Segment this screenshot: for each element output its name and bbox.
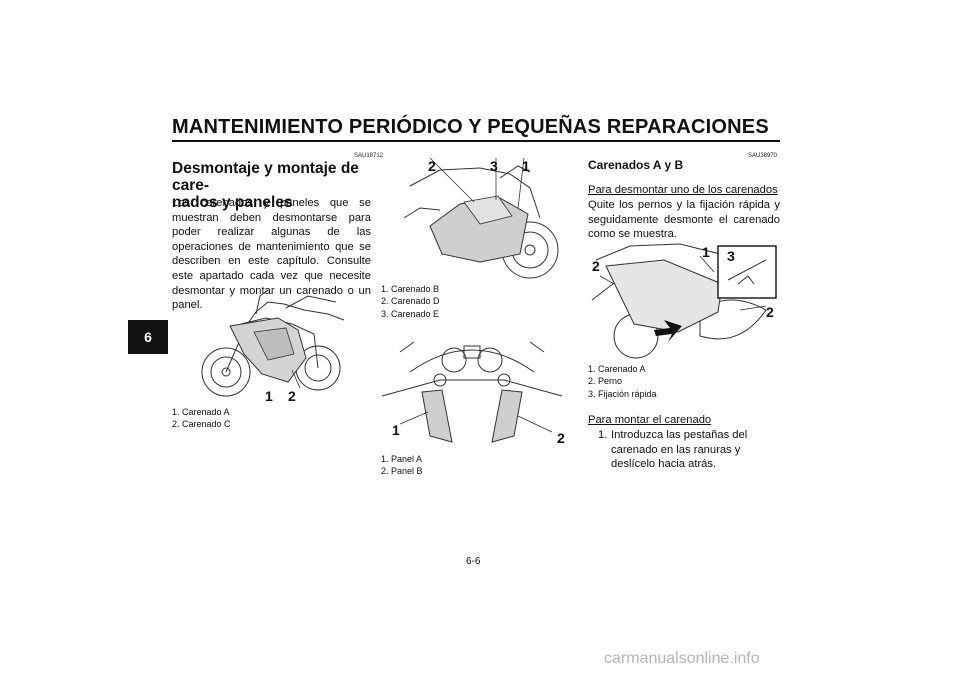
page-number: 6-6 [466, 556, 481, 567]
figure-caption-list: 1. Panel A 2. Panel B [381, 453, 423, 478]
caption-item: 1. Panel A [381, 454, 423, 464]
section-heading-line-1: Desmontaje y montaje de care- [172, 160, 359, 194]
caption-item: 2. Perno [588, 376, 623, 387]
step-text: Introduzca las pestañas del carenado en … [611, 429, 748, 471]
figure-callout-2: 2 [592, 258, 600, 274]
caption-item: 1. Carenado B [381, 284, 440, 294]
caption-item: 2. Panel B [381, 466, 423, 477]
subsection-heading: Carenados A y B [588, 158, 684, 172]
fairing-front-illustration [403, 158, 559, 279]
figure-callout-2: 2 [288, 388, 296, 404]
figure-caption-list: 1. Carenado A 2. Perno 3. Fijación rápid… [588, 363, 657, 400]
section-code: SAU38970 [748, 153, 778, 159]
motorcycle-side-illustration [201, 289, 345, 397]
watermark: carmanualsonline.info [604, 650, 760, 667]
header-divider [172, 140, 780, 142]
remove-procedure-text: Quite los pernos y la fijación rápida y … [588, 199, 780, 241]
figure-callout-1: 1 [392, 422, 400, 438]
caption-item: 2. Carenado C [172, 419, 231, 430]
chapter-tab: 6 [128, 320, 168, 354]
intro-paragraph: Los carenados y paneles que se muestran … [172, 197, 371, 312]
caption-item: 1. Carenado A [588, 364, 646, 374]
caption-item: 3. Carenado E [381, 308, 440, 319]
step-number: 1. [598, 429, 608, 441]
figure-caption-list: 1. Carenado B 2. Carenado D 3. Carenado … [381, 283, 440, 320]
remove-procedure-title: Para desmontar uno de los carenados [588, 184, 778, 196]
fairing-removal-illustration [591, 243, 777, 359]
figure-callout-1: 1 [702, 244, 710, 260]
caption-item: 3. Fijación rápida [588, 388, 657, 399]
section-code: SAU18712 [354, 153, 384, 159]
figure-callout-1: 1 [265, 388, 273, 404]
cockpit-panels-illustration [381, 341, 563, 443]
figure-callout-2: 2 [428, 158, 436, 174]
caption-item: 2. Carenado D [381, 296, 440, 307]
install-procedure-title: Para montar el carenado [588, 414, 712, 426]
figure-callout-2: 2 [766, 304, 774, 320]
install-step-1: 1. Introduzca las pestañas del carenado … [598, 428, 780, 472]
section-heading-line-2: nados y paneles [172, 194, 293, 211]
figure-callout-3: 3 [727, 248, 735, 264]
figure-caption-list: 1. Carenado A 2. Carenado C [172, 406, 231, 431]
figure-callout-1: 1 [522, 158, 530, 174]
figure-callout-2: 2 [557, 430, 565, 446]
page-title: MANTENIMIENTO PERIÓDICO Y PEQUEÑAS REPAR… [172, 116, 769, 138]
caption-item: 1. Carenado A [172, 407, 230, 417]
figure-callout-3: 3 [490, 158, 498, 174]
section-heading: Desmontaje y montaje de care- nados y pa… [172, 160, 372, 211]
